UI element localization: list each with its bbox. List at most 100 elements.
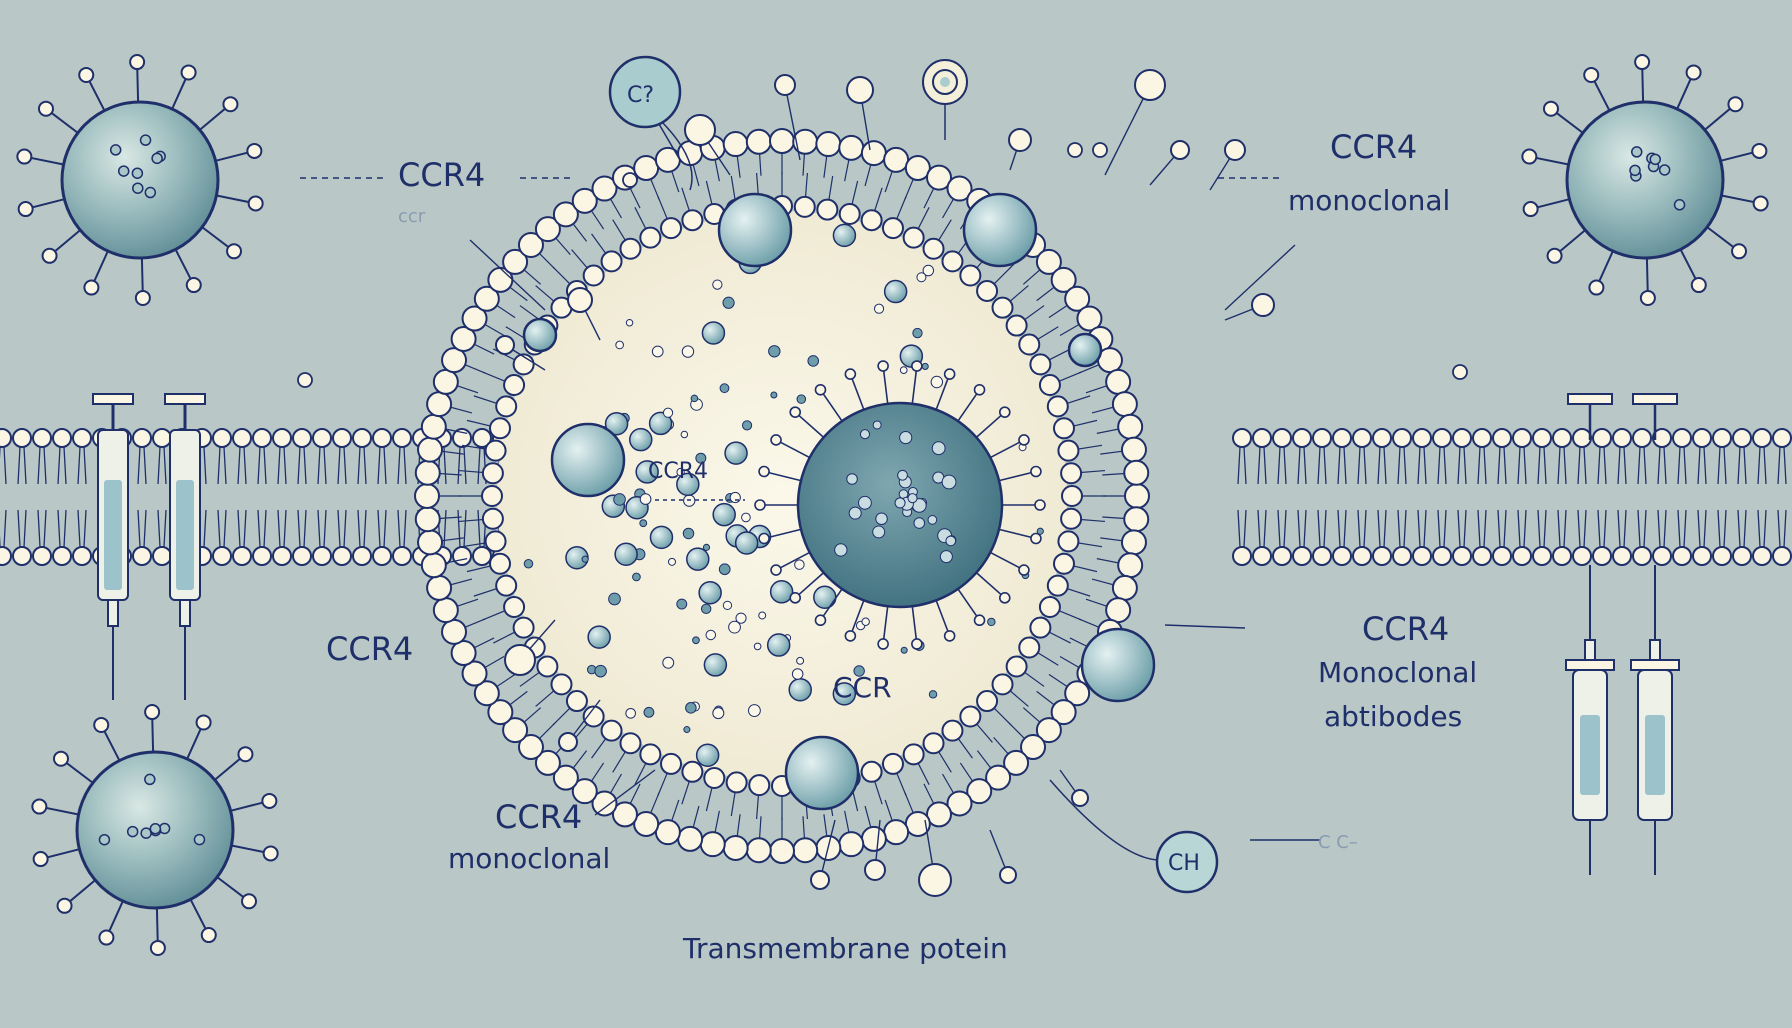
syringe-icon bbox=[92, 393, 134, 700]
lipid-head bbox=[922, 237, 945, 260]
lipid-head bbox=[372, 546, 392, 566]
lipid-head bbox=[1392, 428, 1412, 448]
cytoplasm-particle bbox=[587, 625, 611, 649]
nucleus-dot bbox=[894, 497, 906, 509]
cytoplasm-particle bbox=[629, 427, 653, 452]
floating-receptor bbox=[864, 859, 886, 881]
lipid-head bbox=[1105, 368, 1132, 395]
lipid-head bbox=[1392, 546, 1412, 566]
lipid-head bbox=[1050, 266, 1077, 293]
cytoplasm-particle bbox=[662, 656, 675, 669]
membrane-band-right bbox=[1232, 428, 1792, 566]
floating-receptor bbox=[846, 76, 874, 104]
cytoplasm-particle bbox=[667, 557, 677, 566]
cytoplasm-particle bbox=[832, 682, 857, 706]
lipid-head bbox=[495, 574, 518, 597]
lipid-head bbox=[639, 226, 662, 249]
lipid-head bbox=[461, 660, 488, 687]
floating-receptor bbox=[1134, 69, 1166, 101]
cytoplasm-particle bbox=[651, 345, 664, 358]
leader-lines bbox=[300, 177, 1320, 841]
nucleus-spike-tip bbox=[789, 406, 802, 418]
lipid-head bbox=[1712, 546, 1732, 566]
small-particle bbox=[1067, 142, 1083, 158]
lipid-head bbox=[1035, 248, 1062, 275]
lipid-head bbox=[517, 734, 544, 761]
label-right-mid-3: abtibodes bbox=[1324, 700, 1462, 733]
lipid-head bbox=[1592, 546, 1612, 566]
lipid-head bbox=[1035, 717, 1062, 744]
cytoplasm-particle bbox=[639, 519, 648, 528]
floating-receptor bbox=[567, 287, 593, 313]
lipid-head bbox=[414, 459, 441, 486]
lipid-head bbox=[536, 655, 559, 678]
lipid-head bbox=[681, 209, 704, 232]
lipid-head bbox=[1572, 428, 1592, 448]
lipid-head bbox=[600, 719, 623, 742]
lipid-head bbox=[1312, 428, 1332, 448]
lipid-head bbox=[1452, 428, 1472, 448]
cytoplasm-particle bbox=[682, 527, 695, 540]
lipid-head bbox=[32, 428, 52, 448]
lipid-head bbox=[552, 201, 579, 228]
cytoplasm-particle bbox=[613, 493, 626, 506]
syringe-icon bbox=[1630, 565, 1680, 875]
lipid-head bbox=[1050, 699, 1077, 726]
cytoplasm-particle bbox=[604, 411, 629, 436]
virus-icon bbox=[16, 54, 264, 306]
lipid-head bbox=[941, 250, 964, 273]
lipid-head bbox=[0, 546, 12, 566]
membrane-proteins bbox=[522, 192, 1156, 811]
cytoplasm-particle bbox=[722, 296, 735, 309]
target-receptor bbox=[922, 59, 968, 140]
lipid-head bbox=[591, 790, 618, 817]
cytoplasm-particle bbox=[608, 592, 621, 606]
lipid-head bbox=[660, 217, 683, 240]
nucleus-spike-tip bbox=[1018, 434, 1030, 446]
lipid-head bbox=[212, 428, 232, 448]
nucleus-spike-tip bbox=[973, 614, 986, 627]
small-particle bbox=[622, 172, 638, 188]
lipid-head bbox=[1046, 574, 1069, 597]
lipid-head bbox=[489, 552, 512, 575]
cytoplasm-particle bbox=[912, 327, 923, 339]
cytoplasm-particle bbox=[712, 707, 725, 720]
cytoplasm-particle bbox=[796, 656, 805, 665]
lipid-head bbox=[484, 439, 507, 462]
lipid-head bbox=[1292, 546, 1312, 566]
nucleus-dot bbox=[927, 515, 938, 525]
syringe-icons bbox=[92, 393, 1680, 875]
lipid-head bbox=[372, 428, 392, 448]
lipid-head bbox=[12, 546, 32, 566]
nucleus-spike-tip bbox=[814, 383, 827, 396]
lipid-head bbox=[292, 546, 312, 566]
cytoplasm-particle bbox=[921, 362, 929, 370]
nucleus-spike-tip bbox=[973, 383, 986, 396]
lipid-head bbox=[633, 810, 660, 837]
cytoplasm-particle bbox=[698, 580, 722, 605]
syringe-plunger bbox=[1632, 393, 1678, 405]
floating-receptor bbox=[918, 863, 952, 897]
lipid-head bbox=[1332, 546, 1352, 566]
lipid-head bbox=[487, 699, 514, 726]
lipid-head bbox=[1018, 636, 1041, 659]
lipid-head bbox=[417, 529, 444, 556]
membrane-protein bbox=[962, 192, 1038, 268]
lipid-head bbox=[495, 395, 518, 418]
cytoplasm-particle bbox=[753, 642, 762, 651]
lipid-head bbox=[472, 546, 492, 566]
lipid-head bbox=[860, 140, 887, 167]
lipid-head bbox=[1572, 546, 1592, 566]
nucleus-spike-tip bbox=[1034, 499, 1046, 511]
nucleus-spike-tip bbox=[911, 360, 923, 372]
lipid-head bbox=[481, 507, 504, 530]
lipid-head bbox=[12, 428, 32, 448]
lipid-head bbox=[1652, 546, 1672, 566]
lipid-head bbox=[312, 428, 332, 448]
lipid-head bbox=[132, 546, 152, 566]
cytoplasm-particle bbox=[683, 726, 691, 734]
nucleus-spike-tip bbox=[1018, 564, 1030, 576]
lipid-head bbox=[1124, 483, 1150, 509]
nucleus-dot bbox=[913, 517, 926, 529]
